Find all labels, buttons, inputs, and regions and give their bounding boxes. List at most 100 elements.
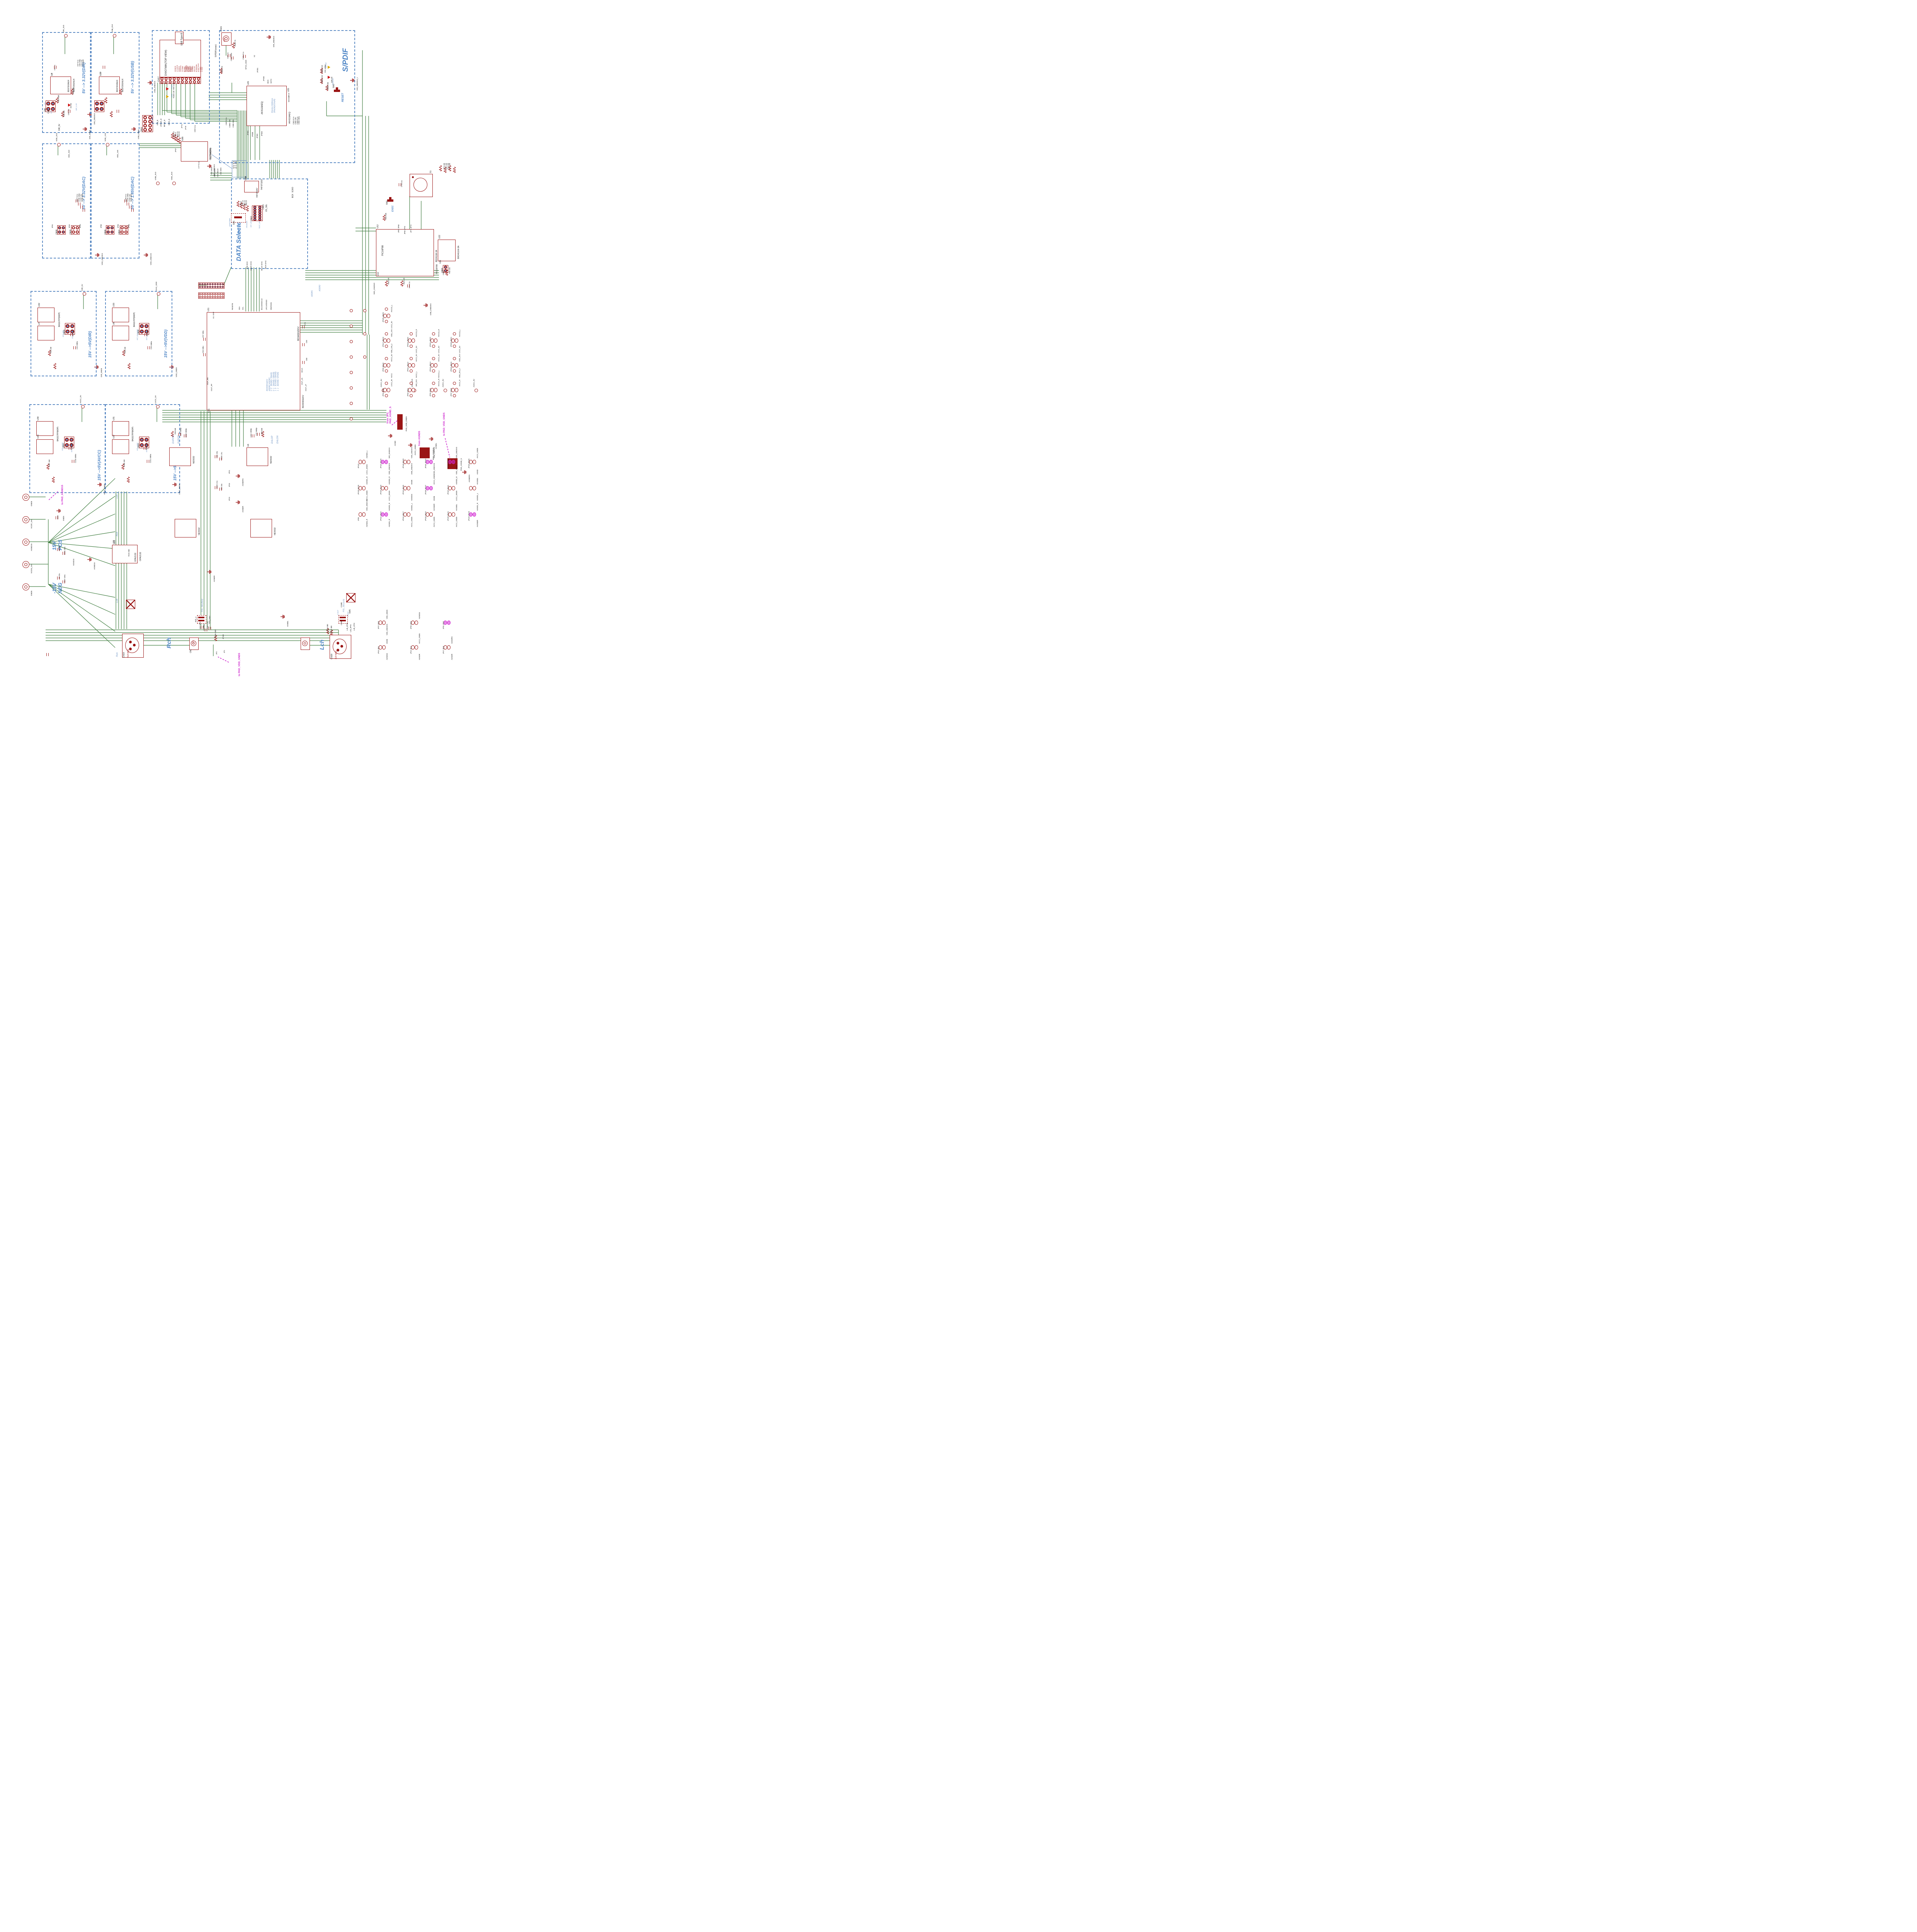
ground-label: LVCC_GND5: [179, 484, 180, 495]
net-label: Lch_2PIN: [346, 623, 348, 631]
power-pad: [453, 332, 456, 335]
resistor: [443, 167, 447, 173]
tie-net-label: LVCC_5V: [438, 345, 440, 353]
ground-label: USB_GND3V3: [154, 81, 156, 93]
jumper: [434, 388, 437, 392]
net-label: PIC16F88: [382, 245, 384, 256]
net-label: Lch: [319, 639, 325, 650]
power-pad: [64, 34, 68, 37]
net-label: BCLK DAC: [261, 261, 263, 270]
pad-block: [397, 414, 403, 430]
net-label: SCKO: [292, 187, 294, 192]
tie-net-label: VDD_GND3V3: [386, 624, 388, 635]
jumper: [407, 460, 410, 464]
tie-net-label: AVCC_L: [415, 371, 417, 378]
tie-jumper-refs: JP120 JP121: [447, 511, 449, 521]
net-label: JP201: [257, 68, 259, 73]
capacitor: [72, 460, 74, 463]
tie-net-label: AVCC_5V: [438, 354, 440, 362]
tie-net-label: AGNDRS: [451, 636, 453, 644]
tie-net-label: VDD_3V3: [459, 354, 461, 362]
ground-label: GND5: [63, 516, 65, 521]
wire: [48, 584, 116, 648]
ground-label: AGND15: [94, 562, 95, 570]
net-label: JP202: [263, 76, 265, 81]
power-pad: [432, 369, 435, 372]
tie-net-label: VDD_GND5: [456, 465, 458, 474]
jumper: [444, 645, 447, 650]
net-label: RESET: [342, 93, 344, 102]
ic-ref: U33: [113, 303, 115, 307]
net-label: R206 330: [123, 459, 125, 467]
ground-symbol: [207, 164, 211, 168]
net-label: Rch: [166, 637, 172, 648]
jumper: [403, 512, 407, 517]
power-pad-label: AVCC_5V: [442, 379, 444, 387]
ic-ref: U8: [113, 322, 115, 325]
tie-net-label: AGND2_L: [366, 450, 368, 458]
tie-net-label: GND5: [433, 496, 435, 501]
ic-U11: [207, 312, 300, 410]
ic-U23: [112, 545, 138, 563]
pin-header-x: [198, 282, 225, 289]
net-label: R228 100k: [214, 629, 216, 638]
header-ref: CN36: [104, 230, 107, 235]
net-label: 74FST3257: [256, 187, 259, 198]
push-button-stem: [389, 197, 391, 199]
jumper: [412, 363, 415, 367]
power-pad: [385, 345, 388, 348]
net-label: JP92: [68, 224, 70, 228]
net-label: JP19: [228, 497, 230, 501]
net-label: R59 2.2k: [403, 277, 405, 284]
net-label: C77 0.1u: [198, 161, 200, 168]
power-pad: [453, 382, 456, 385]
jumper: [412, 388, 415, 392]
capacitor: [203, 353, 206, 356]
choke-box: [126, 600, 135, 609]
header-ref: CN38: [56, 230, 58, 235]
tie-net-label: VDD_1V5_2: [391, 344, 393, 353]
pad-block-label: PAD_VDD_GND5: [406, 416, 408, 431]
tie-jumper-refs: JP154 JP155: [468, 459, 470, 468]
net-label: U9: [51, 73, 53, 76]
tie-net-label: LVCC_5V: [415, 345, 417, 353]
tie-jumper-refs: JPS13 JPS14: [429, 362, 431, 372]
jumper: [359, 486, 362, 490]
net-label: DATA_SEL: [238, 222, 240, 233]
resistor: [126, 476, 130, 483]
net-label: ISO7640FM: [209, 148, 212, 160]
jumper: [381, 512, 384, 517]
net-label: JP93: [79, 224, 81, 228]
power-pad-label: VDD_3V3: [171, 172, 173, 180]
net-label: JP74: [181, 124, 183, 128]
ground-label: AVCC_GND5: [104, 484, 105, 495]
pin-header-CN18: [142, 115, 153, 132]
resistor: [326, 628, 330, 634]
net-label: BD37201NUX: [116, 80, 119, 92]
ground-symbol: [267, 35, 271, 39]
xlr-circle: [125, 638, 139, 653]
ground-label: VDD_GND1V5: [150, 253, 152, 265]
net-label: JP71 JP72: [410, 224, 412, 233]
tie-net-label: AGND3_R: [366, 519, 368, 527]
tie-jumper-refs: JPS7 JPS8: [450, 388, 452, 396]
net-label: USB Type-B: [181, 33, 183, 46]
capacitor: [147, 460, 149, 463]
power-pad: [453, 369, 456, 372]
ground-symbol: [131, 127, 136, 131]
ground-label: AVCC_GND5: [414, 444, 416, 455]
ground-label: USB_GND3V3: [430, 303, 432, 315]
power-input-center: [24, 585, 27, 588]
resistor: [452, 167, 456, 173]
power-pad-label: DIR_3V3: [63, 25, 65, 32]
net-label: I2S_SEL: [265, 204, 268, 212]
usb-module-pinrow: [160, 77, 201, 84]
net-label: CN20: [331, 653, 333, 659]
tie-jumper-refs: JP27 JP28: [378, 621, 379, 629]
net-label: ISO DIN: [220, 168, 222, 175]
power-pad: [432, 382, 435, 385]
part-layer: 5V --> 3.32V(DIR)5V --> 3.32V(USB)S/PDIF…: [0, 0, 479, 678]
net-label: U15: [182, 136, 184, 141]
jumper: [411, 645, 415, 650]
capacitor: [63, 552, 65, 555]
